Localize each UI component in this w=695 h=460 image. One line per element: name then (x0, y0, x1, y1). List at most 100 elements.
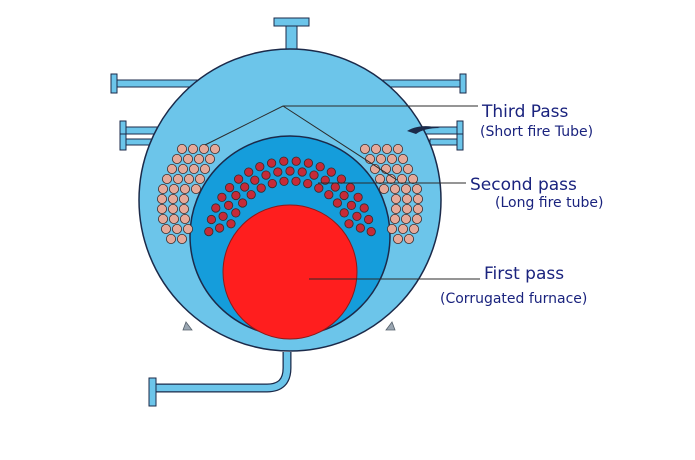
short-fire-tube (400, 183, 411, 194)
short-fire-tube (160, 223, 171, 234)
first-pass-subtitle: (Corrugated furnace) (440, 291, 587, 307)
short-fire-tube (190, 183, 201, 194)
long-fire-tube (315, 162, 325, 172)
long-fire-tube (303, 158, 313, 168)
long-fire-tube (352, 211, 362, 221)
short-fire-tubes-right (359, 143, 423, 244)
left-side-pipes (110, 73, 227, 151)
long-fire-tube (231, 190, 241, 201)
short-fire-tube (408, 223, 419, 234)
third-pass-subtitle: (Short fire Tube) (480, 124, 593, 140)
long-fire-tube (297, 167, 307, 177)
short-fire-tube (156, 203, 167, 214)
short-fire-tube (389, 183, 400, 194)
support-feet (182, 321, 396, 331)
short-fire-tube (411, 213, 422, 224)
second-pass-subtitle: (Long fire tube) (495, 195, 603, 211)
short-fire-tube (194, 173, 205, 184)
short-fire-tube (396, 173, 407, 184)
short-fire-tube (359, 143, 370, 154)
long-fire-tube (353, 192, 363, 202)
label-second-pass: Second pass (Long fire tube) (470, 175, 603, 211)
long-fire-tube (332, 198, 342, 208)
short-fire-tube (177, 163, 188, 174)
long-fire-tube (355, 223, 365, 233)
short-fire-tube (167, 203, 178, 214)
short-fire-tube (179, 213, 190, 224)
short-fire-tube (171, 223, 182, 234)
third-pass-title: Third Pass (481, 102, 569, 122)
short-fire-tubes-left (156, 143, 220, 244)
right-shell-fitting (407, 126, 440, 134)
short-fire-tube (412, 193, 423, 204)
long-fire-tube (238, 198, 248, 208)
long-fire-tube (291, 176, 301, 186)
label-third-pass: Third Pass (Short fire Tube) (480, 102, 593, 140)
short-fire-tube (171, 153, 182, 164)
long-fire-tube (225, 183, 235, 193)
third-pass-leader-right (282, 105, 398, 181)
short-fire-tube (178, 203, 189, 214)
short-fire-tube (166, 163, 177, 174)
long-fire-tube (279, 176, 289, 186)
short-fire-tube (386, 223, 397, 234)
long-fire-tubes (204, 156, 376, 237)
long-fire-tube (234, 174, 244, 184)
long-fire-tube (266, 158, 277, 168)
short-fire-tube (397, 223, 408, 234)
long-fire-tube (363, 214, 374, 225)
long-fire-tube (218, 211, 228, 221)
short-fire-tube (397, 153, 408, 164)
label-first-pass: First pass (Corrugated furnace) (440, 264, 587, 307)
short-fire-tube (403, 233, 414, 244)
short-fire-tube (157, 183, 168, 194)
corrugated-furnace (222, 204, 358, 340)
long-fire-tube (244, 167, 254, 177)
short-fire-tube (380, 163, 391, 174)
short-fire-tube (391, 163, 402, 174)
long-fire-tube (217, 192, 227, 202)
short-fire-tube (165, 233, 176, 244)
short-fire-tube (411, 183, 422, 194)
short-fire-tube (168, 183, 179, 194)
short-fire-tube (176, 233, 187, 244)
long-fire-tube (330, 182, 340, 192)
long-fire-tube (261, 170, 271, 180)
short-fire-tube (182, 153, 193, 164)
long-fire-tube (250, 175, 260, 185)
short-fire-tube (381, 143, 392, 154)
long-fire-tube (267, 179, 277, 189)
long-fire-tube (346, 200, 356, 210)
short-fire-tube (401, 193, 412, 204)
long-fire-tube (255, 162, 265, 172)
short-fire-tube (204, 153, 215, 164)
long-fire-tube (240, 182, 250, 192)
short-fire-tube (370, 143, 381, 154)
short-fire-tube (198, 143, 209, 154)
short-fire-tube (157, 213, 168, 224)
long-fire-tube (291, 156, 301, 166)
short-fire-tube (178, 193, 189, 204)
long-fire-tube (256, 183, 266, 193)
long-fire-tube (320, 175, 330, 185)
long-fire-tube (359, 203, 369, 213)
short-fire-tube (407, 173, 418, 184)
long-fire-tube (303, 179, 313, 189)
long-fire-tube (339, 190, 349, 201)
short-fire-tube (209, 143, 220, 154)
short-fire-tube (389, 213, 400, 224)
short-fire-tube (402, 163, 413, 174)
long-fire-tube (326, 167, 336, 177)
long-fire-tube (206, 214, 216, 225)
short-fire-tube (392, 143, 403, 154)
short-fire-tube (390, 203, 401, 214)
short-fire-tube (199, 163, 210, 174)
long-fire-tube (279, 156, 289, 166)
short-fire-tube (193, 153, 204, 164)
short-fire-tube (168, 213, 179, 224)
short-fire-tube (176, 143, 187, 154)
short-fire-tube (375, 153, 386, 164)
short-fire-tube (156, 193, 167, 204)
short-fire-tube (179, 183, 190, 194)
